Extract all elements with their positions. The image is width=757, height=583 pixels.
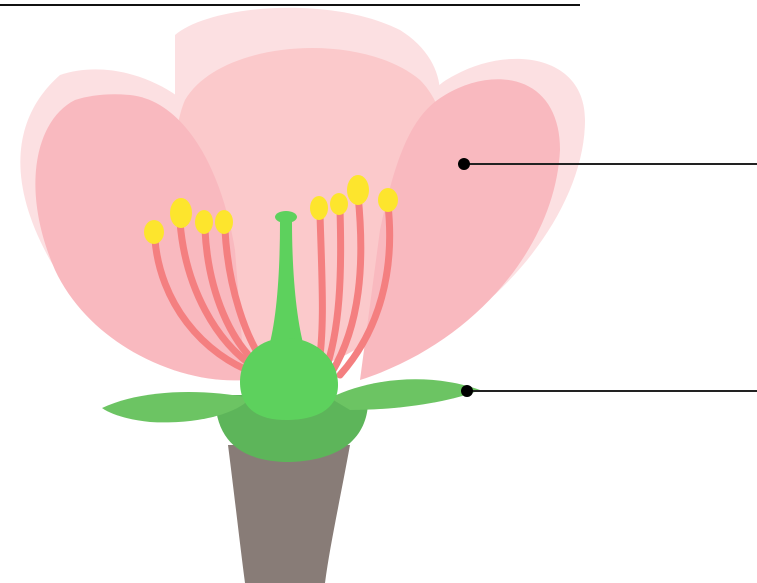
anther <box>310 196 328 220</box>
anther <box>215 210 233 234</box>
stigma <box>275 211 297 223</box>
anther <box>144 220 164 244</box>
anther <box>378 188 398 212</box>
sepal-right <box>330 379 480 410</box>
stalk <box>228 445 350 583</box>
anther <box>347 175 369 205</box>
petal-leader-dot <box>458 158 470 170</box>
anther <box>170 198 192 228</box>
anther <box>330 193 348 215</box>
anther <box>195 210 213 234</box>
sepal-leader-dot <box>461 385 473 397</box>
